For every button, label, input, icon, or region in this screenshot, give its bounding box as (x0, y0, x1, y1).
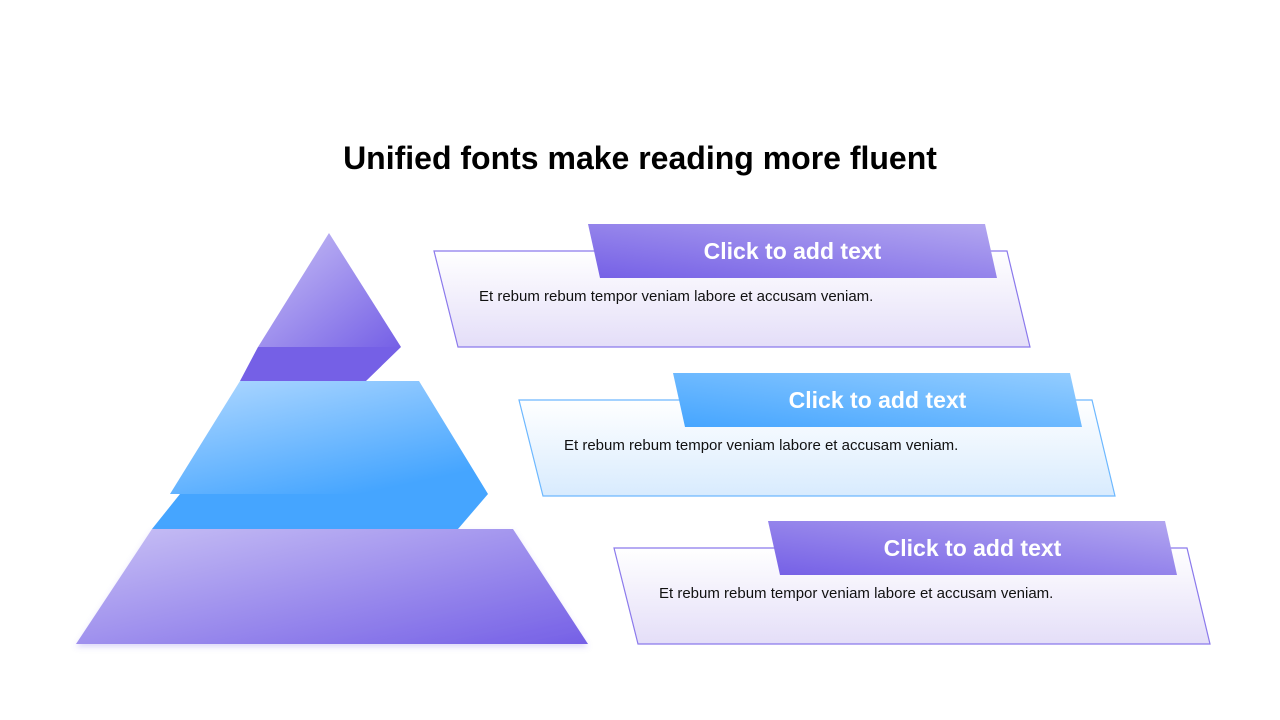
pyramid-tier-top-face (258, 233, 401, 347)
card-1-header-shape (588, 224, 997, 278)
text-card-2[interactable]: Click to add text Et rebum rebum tempor … (518, 373, 1119, 498)
card-2-heading[interactable]: Click to add text (788, 387, 967, 413)
pyramid-tier-bottom-face (76, 529, 588, 644)
pyramid-tier-bottom (152, 494, 488, 529)
pyramid-tier-middle-band (240, 347, 401, 381)
card-3-header-shape (768, 521, 1177, 575)
text-card-3[interactable]: Click to add text Et rebum rebum tempor … (613, 521, 1214, 646)
page-title: Unified fonts make reading more fluent (343, 140, 937, 176)
card-1-body-text[interactable]: Et rebum rebum tempor veniam labore et a… (479, 288, 874, 305)
card-1-heading[interactable]: Click to add text (703, 238, 882, 264)
card-2-body-text[interactable]: Et rebum rebum tempor veniam labore et a… (564, 437, 959, 454)
pyramid-tier-middle-face (170, 381, 488, 494)
text-card-1[interactable]: Click to add text Et rebum rebum tempor … (433, 224, 1034, 349)
card-3-heading[interactable]: Click to add text (883, 535, 1062, 561)
card-2-header-shape (673, 373, 1082, 427)
card-3-body-text[interactable]: Et rebum rebum tempor veniam labore et a… (659, 585, 1054, 602)
